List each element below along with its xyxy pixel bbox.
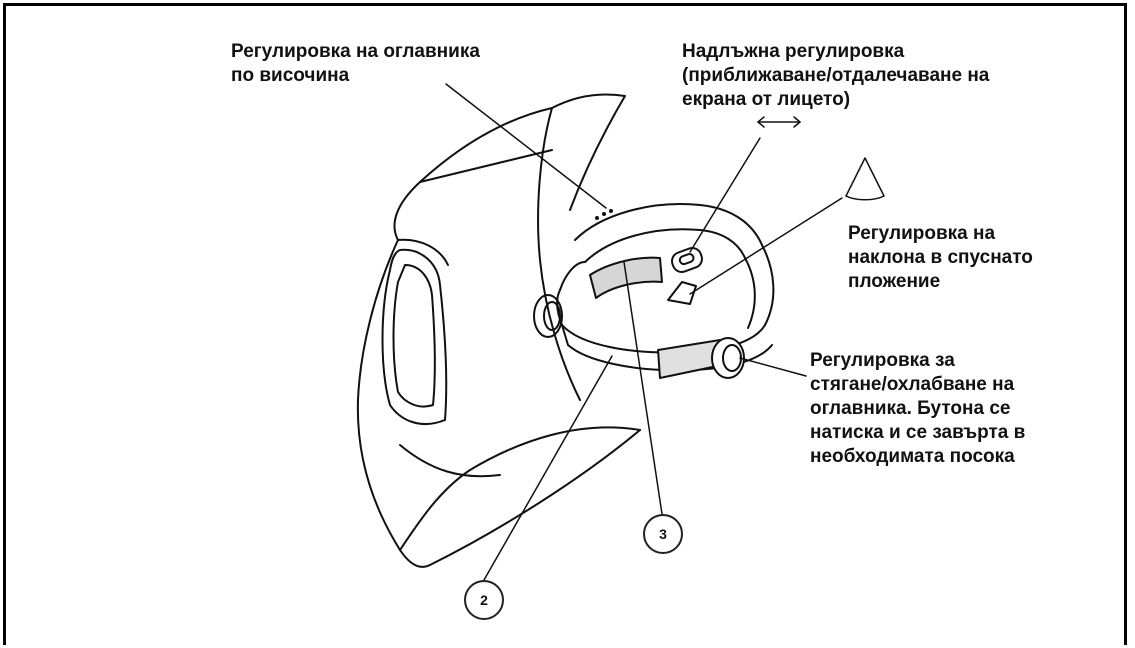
leader-longitudinal [690, 138, 760, 252]
helmet-side-contour [398, 240, 448, 265]
helmet-crown [552, 95, 625, 211]
leader-3 [624, 262, 662, 514]
tilt-adjust-label: Регулировка на наклона в спуснато пложен… [848, 222, 1033, 294]
viewing-window-outer [383, 250, 447, 424]
callout-badge-3: 3 [643, 514, 683, 554]
leader-tilt [690, 198, 842, 294]
tighten-adjust-label: Регулировка за стягане/охлабване на огла… [810, 349, 1025, 469]
tilt-cone-icon [846, 158, 884, 200]
helmet-shell-outline [358, 108, 640, 567]
longitudinal-slot [669, 245, 704, 274]
leader-2 [484, 356, 612, 580]
viewing-window-inner [394, 265, 435, 407]
helmet-chin [400, 427, 640, 550]
height-adjust-label: Регулировка на оглавника по височина [231, 40, 480, 88]
leader-height [446, 84, 606, 208]
double-arrow-icon [758, 117, 800, 127]
longitudinal-adjust-label: Надлъжна регулировка (приближаване/отдал… [682, 40, 989, 112]
leader-tighten [740, 358, 806, 376]
callout-badge-2: 2 [464, 580, 504, 620]
tightening-knob [712, 338, 744, 378]
headband-crown-strap [575, 204, 762, 245]
